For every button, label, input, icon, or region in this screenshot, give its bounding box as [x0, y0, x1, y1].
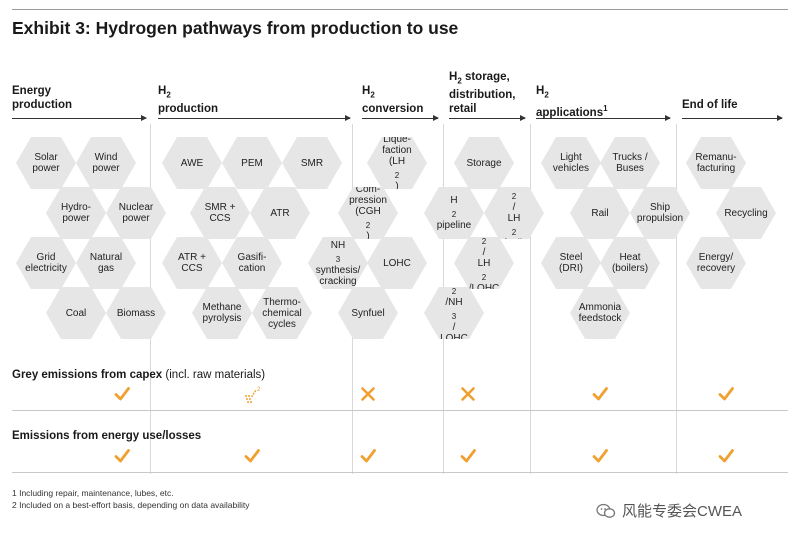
partial-check-icon: 2: [245, 387, 261, 403]
check-icon: [592, 449, 608, 463]
stage-arrow-conversion: [362, 115, 439, 121]
hex-smr-ccs: SMR +CCS: [190, 187, 250, 239]
stage-h2-conversion: H2 conversion: [362, 85, 424, 116]
hex-remanufacturing: Remanu-facturing: [686, 137, 746, 189]
hex-atr: ATR: [250, 187, 310, 239]
hex-synfuel: Synfuel: [338, 287, 398, 339]
stage-h2-applications: H2 applications1: [536, 85, 608, 120]
partial-footnote-ref: 2: [257, 387, 261, 393]
row-divider: [12, 472, 788, 473]
top-rule: [12, 9, 788, 10]
hex-pem: PEM: [222, 137, 282, 189]
hex-energy-recovery: Energy/recovery: [686, 237, 746, 289]
hex-hydropower: Hydro-power: [46, 187, 106, 239]
check-icon: [460, 449, 476, 463]
hex-rail: Rail: [570, 187, 630, 239]
wechat-icon: [596, 503, 616, 518]
stage-energy-production: Energy production: [12, 85, 73, 111]
hex-heat-boilers: Heat(boilers): [600, 237, 660, 289]
stage-arrow-energy: [12, 115, 147, 121]
footnote-1: 1 Including repair, maintenance, lubes, …: [12, 488, 174, 498]
check-icon: [360, 449, 376, 463]
hex-awe: AWE: [162, 137, 222, 189]
stage-arrow-storage: [449, 115, 526, 121]
stage-arrow-end-of-life: [682, 115, 783, 121]
row-energy-emissions-title: Emissions from energy use/losses: [12, 430, 202, 442]
stage-arrow-production: [158, 115, 351, 121]
hex-lohc: LOHC: [367, 237, 427, 289]
cross-icon: [461, 387, 475, 401]
stage-h2-storage: H2 storage, distribution, retail: [449, 71, 516, 116]
hex-smr: SMR: [282, 137, 342, 189]
exhibit-title: Exhibit 3: Hydrogen pathways from produc…: [12, 18, 459, 38]
hex-atr-ccs: ATR +CCS: [162, 237, 222, 289]
check-icon: [114, 449, 130, 463]
hex-storage: Storage: [454, 137, 514, 189]
column-divider: [676, 124, 677, 474]
check-icon: [718, 387, 734, 401]
watermark: 风能专委会CWEA: [596, 500, 742, 521]
hex-biomass: Biomass: [106, 287, 166, 339]
row-grey-emissions-title: Grey emissions from capex (incl. raw mat…: [12, 369, 266, 381]
stage-h2-production: H2 production: [158, 85, 219, 116]
footnote-2: 2 Included on a best-effort basis, depen…: [12, 500, 250, 510]
cross-icon: [361, 387, 375, 401]
check-icon: [244, 449, 260, 463]
hex-coal: Coal: [46, 287, 106, 339]
hex-steel-dri: Steel(DRI): [541, 237, 601, 289]
hex-recycling: Recycling: [716, 187, 776, 239]
check-icon: [114, 387, 130, 401]
stage-arrow-applications: [536, 115, 671, 121]
hex-gasification: Gasifi-cation: [222, 237, 282, 289]
stage-end-of-life: End of life: [682, 99, 738, 111]
check-icon: [718, 449, 734, 463]
row-divider: [12, 410, 788, 411]
hex-trucks-buses: Trucks /Buses: [600, 137, 660, 189]
check-icon: [592, 387, 608, 401]
column-divider: [530, 124, 531, 474]
